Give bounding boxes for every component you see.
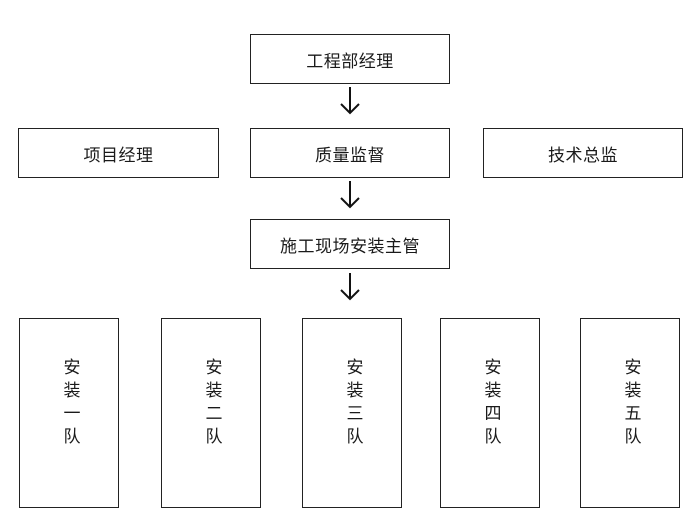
node-team-1-label: 安装一队 xyxy=(59,358,80,450)
arrow-down-icon xyxy=(338,86,362,116)
arrow-down-icon xyxy=(338,180,362,210)
node-site-installation-supervisor: 施工现场安装主管 xyxy=(250,219,450,269)
arrow-down-icon xyxy=(338,272,362,302)
node-technical-director: 技术总监 xyxy=(483,128,683,178)
node-team-5: 安装五队 xyxy=(580,318,680,508)
node-team-2: 安装二队 xyxy=(161,318,261,508)
node-engineering-manager: 工程部经理 xyxy=(250,34,450,84)
node-project-manager: 项目经理 xyxy=(18,128,219,178)
node-project-manager-label: 项目经理 xyxy=(83,145,154,166)
node-quality-supervision: 质量监督 xyxy=(250,128,450,178)
node-technical-director-label: 技术总监 xyxy=(548,145,618,166)
node-engineering-manager-label: 工程部经理 xyxy=(306,51,394,72)
node-team-5-label: 安装五队 xyxy=(620,358,641,450)
node-team-1: 安装一队 xyxy=(19,318,119,508)
node-team-4-label: 安装四队 xyxy=(480,358,501,450)
node-team-3: 安装三队 xyxy=(302,318,402,508)
node-team-4: 安装四队 xyxy=(440,318,540,508)
node-site-installation-supervisor-label: 施工现场安装主管 xyxy=(280,236,420,257)
node-quality-supervision-label: 质量监督 xyxy=(315,145,385,166)
node-team-2-label: 安装二队 xyxy=(201,358,222,450)
node-team-3-label: 安装三队 xyxy=(342,358,363,450)
